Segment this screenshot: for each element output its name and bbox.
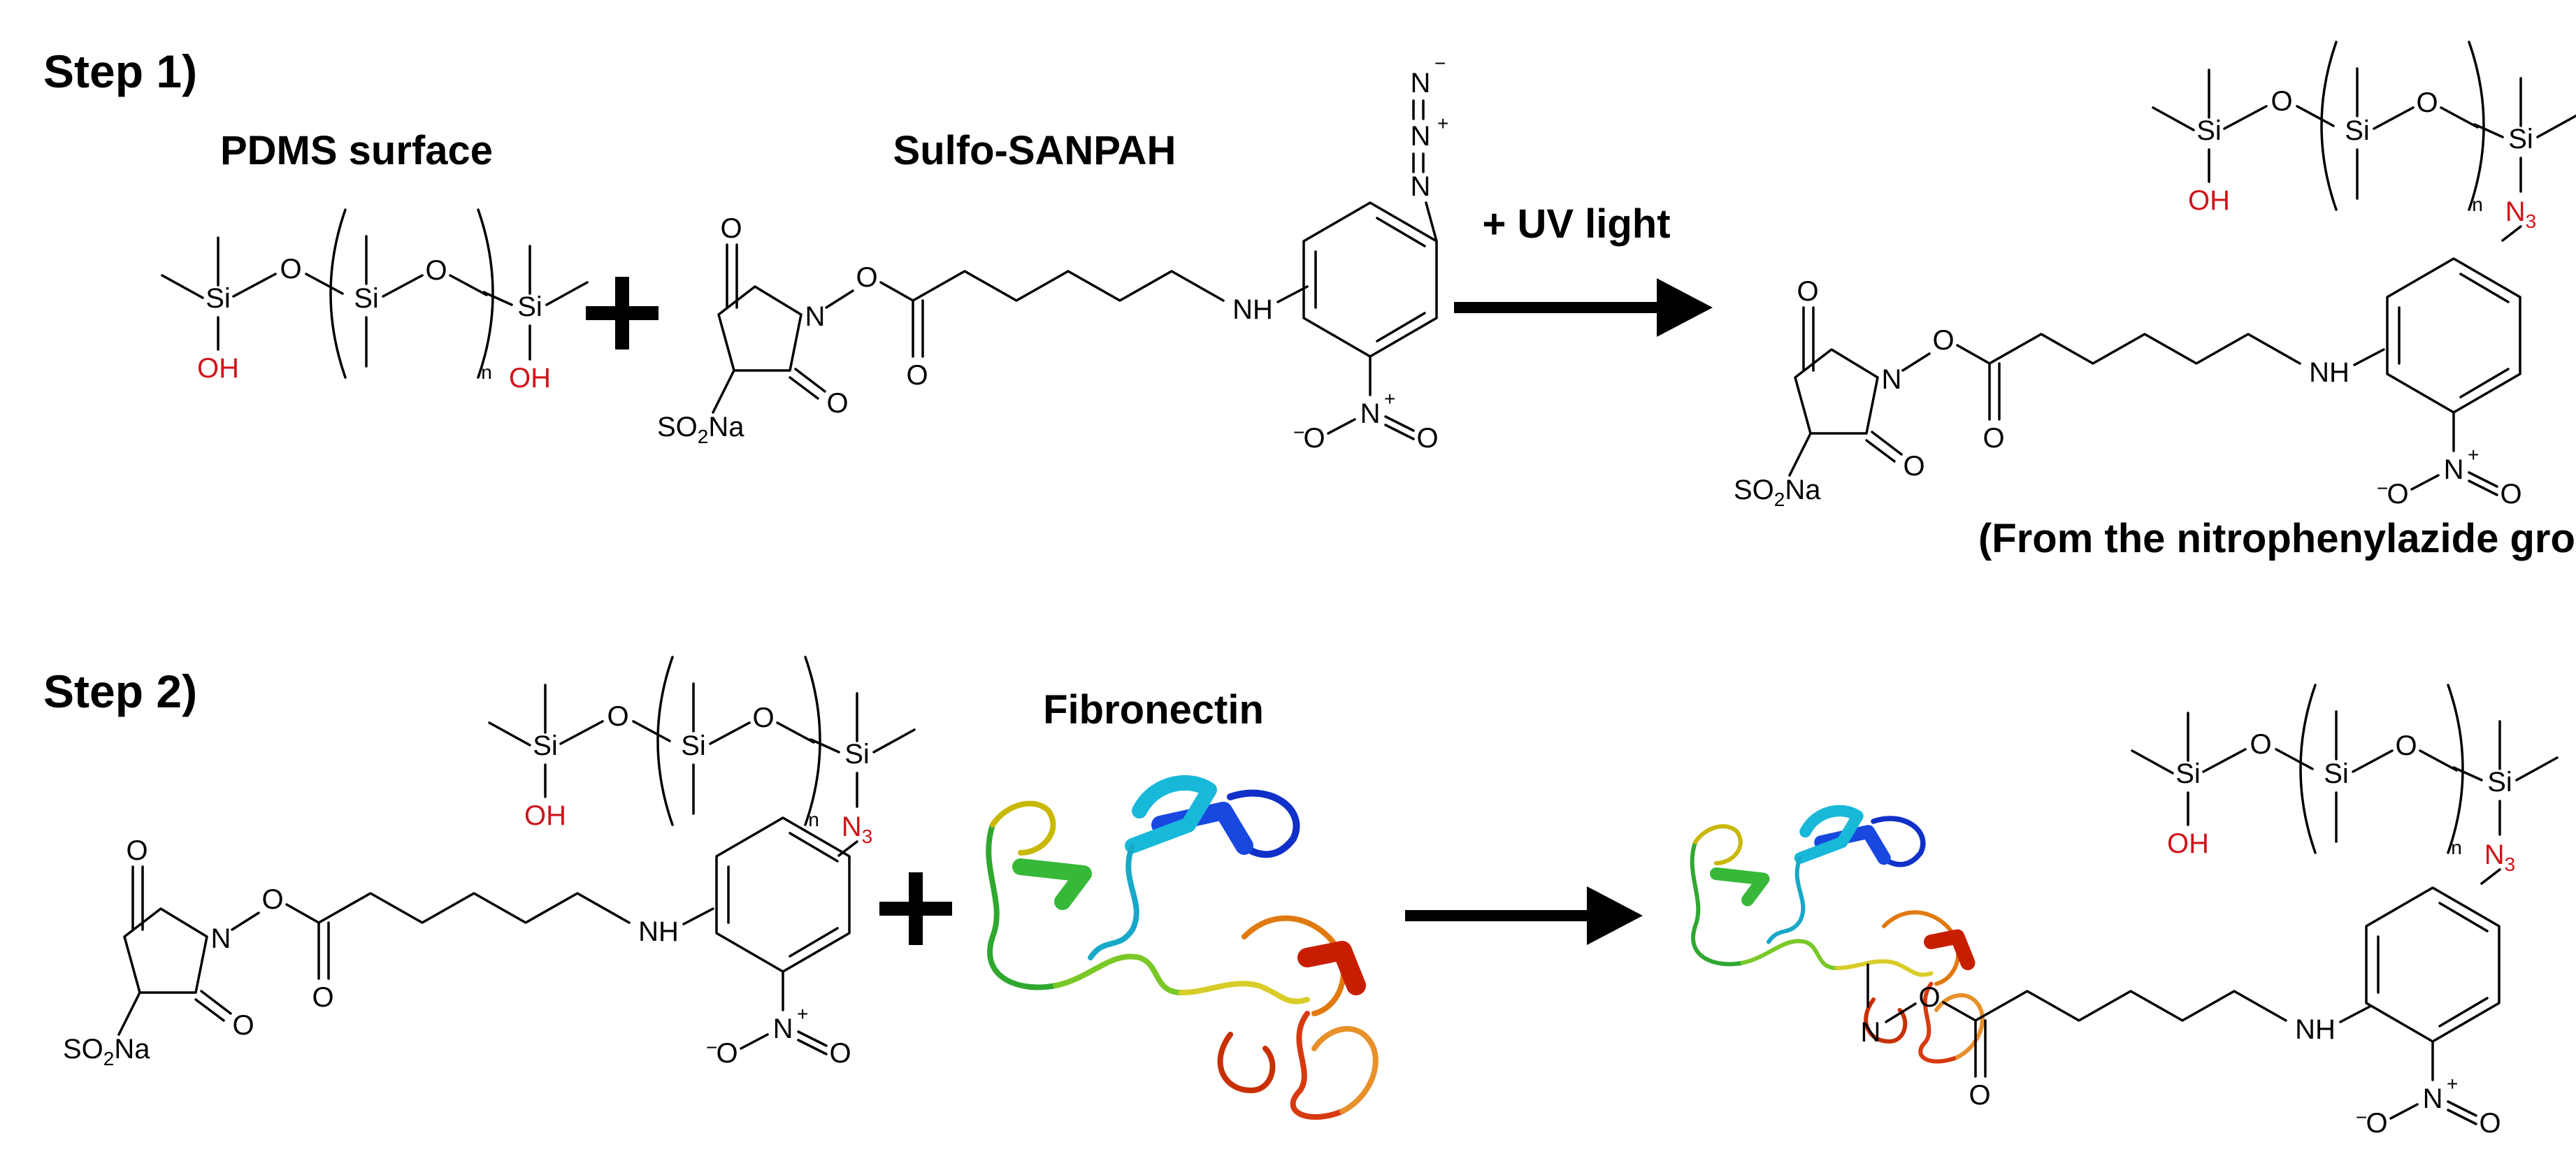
svg-text:N: N (1411, 171, 1431, 202)
step2-product-structure: N O O NH (1692, 684, 2559, 1140)
right-arrow-icon (1454, 278, 1713, 337)
sulfo-sanpah-structure: N N + N − (656, 52, 1448, 455)
nitrophenylazide-note: (From the nitrophenylazide group) (1978, 516, 2576, 561)
uv-light-condition: + UV light (1482, 201, 1670, 247)
step2-reactant-structure (62, 656, 916, 1071)
fibronectin-ribbon-icon (988, 783, 1376, 1117)
step1-product-structure (1732, 41, 2576, 512)
plus-icon (586, 277, 659, 349)
svg-text:N: N (1861, 1017, 1881, 1048)
bound-fibronectin-icon (1692, 811, 1983, 1062)
pdms-surface-structure (161, 208, 589, 395)
right-arrow-icon (1405, 886, 1643, 945)
step2-label: Step 2) (43, 665, 197, 717)
svg-text:O: O (1918, 982, 1940, 1013)
step1-label: Step 1) (43, 45, 197, 97)
sulfo-sanpah-title: Sulfo-SANPAH (893, 128, 1177, 173)
plus-icon (879, 872, 952, 945)
svg-text:NH: NH (2295, 1014, 2336, 1045)
svg-text:+: + (1437, 113, 1448, 134)
pdms-surface-title: PDMS surface (220, 128, 493, 173)
svg-text:N: N (1411, 121, 1431, 152)
svg-text:N: N (1411, 68, 1431, 99)
fibronectin-title: Fibronectin (1043, 687, 1264, 733)
svg-text:−: − (1434, 52, 1446, 74)
svg-text:O: O (1969, 1080, 1990, 1111)
